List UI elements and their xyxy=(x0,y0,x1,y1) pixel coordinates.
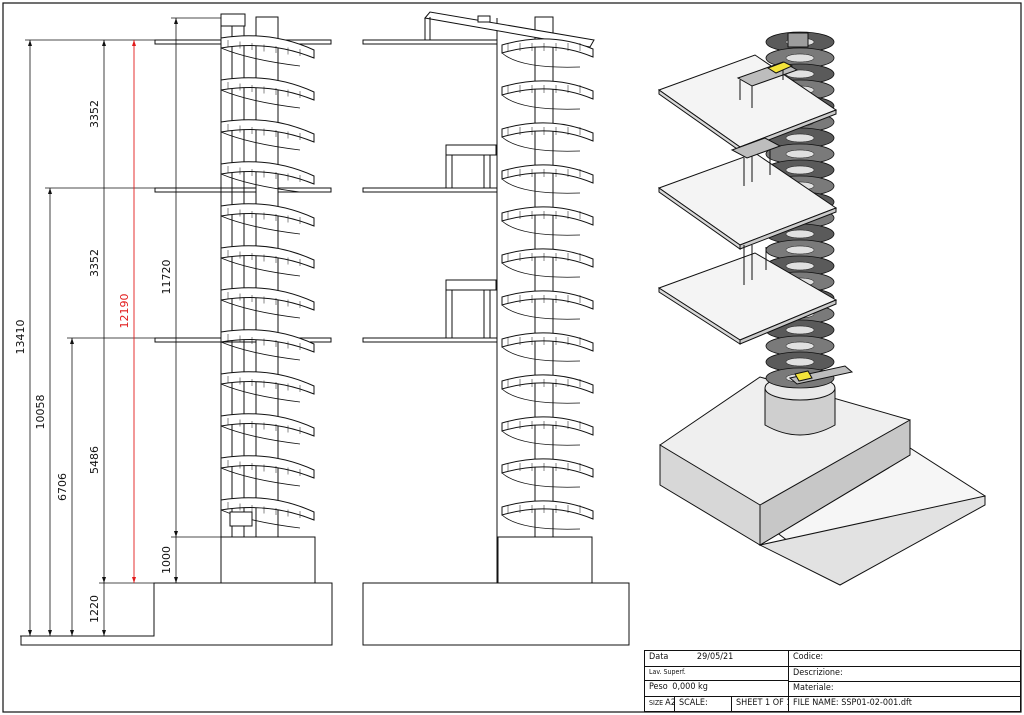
spiral-turn xyxy=(501,80,594,100)
tb-sheet-label: SHEET 1 OF 1 xyxy=(736,698,789,708)
dim-5486: 5486 xyxy=(88,446,101,474)
tb-materiale-row: Materiale: xyxy=(789,682,1020,697)
side-section-view xyxy=(362,11,630,646)
dimension-lines xyxy=(20,17,221,637)
spiral-turn xyxy=(220,497,315,521)
front-elevation-view xyxy=(20,13,333,646)
tb-size-label: SIZE xyxy=(649,699,664,707)
foundation-block xyxy=(20,582,333,646)
spiral-turn xyxy=(220,329,315,353)
tb-lav-label: Lav. Superf. xyxy=(649,668,686,676)
tb-size-cell: SIZE A2 xyxy=(645,697,675,712)
support-pedestal xyxy=(220,536,316,584)
tb-codice-label: Codice: xyxy=(793,652,824,662)
tb-descrizione-row: Descrizione: xyxy=(789,667,1020,682)
transfer-conveyor-middle xyxy=(445,144,497,188)
spiral-turn xyxy=(501,164,594,184)
spiral-turn xyxy=(501,332,594,352)
spiral-turn xyxy=(501,290,594,310)
spiral-turn xyxy=(220,455,315,479)
iso-base-front-right xyxy=(759,419,911,546)
section-floor-top xyxy=(362,39,498,45)
dim-6706: 6706 xyxy=(56,473,69,501)
section-foundation xyxy=(362,582,630,646)
spiral-turn xyxy=(220,77,315,101)
spiral-turn xyxy=(501,122,594,142)
dim-11720: 11720 xyxy=(160,260,173,295)
iso-bottom-package xyxy=(794,370,813,382)
incline-conveyor xyxy=(424,11,595,48)
spiral-conveyor-side xyxy=(501,38,594,530)
tb-materiale-label: Materiale: xyxy=(793,683,834,693)
tb-codice-row: Codice: xyxy=(789,651,1020,667)
section-floor-middle xyxy=(362,187,498,193)
section-floor-lower xyxy=(362,337,498,343)
tb-peso-row: Peso 0,000 kg xyxy=(645,681,789,697)
spiral-turn xyxy=(220,371,315,395)
spiral-turn xyxy=(220,119,315,143)
central-column xyxy=(255,16,279,538)
spiral-turn xyxy=(220,287,315,311)
tb-scale-cell: SCALE: xyxy=(675,697,732,712)
tb-data-value: 29/05/21 xyxy=(696,652,734,662)
spiral-turn xyxy=(501,458,594,478)
tb-data-row: Data 29/05/21 xyxy=(645,651,789,667)
tb-filename-row: FILE NAME: SSP01-02-001.dft xyxy=(789,697,1020,712)
dim-10058: 10058 xyxy=(34,395,47,430)
spiral-turn xyxy=(501,38,594,58)
iso-top-package xyxy=(766,61,794,74)
drive-motor xyxy=(229,511,253,527)
dimension-arrows xyxy=(28,18,178,636)
spiral-conveyor-front xyxy=(220,35,315,529)
spiral-turn xyxy=(501,206,594,226)
tb-lav-row: Lav. Superf. xyxy=(645,667,789,681)
isometric-view xyxy=(657,31,986,586)
tb-size-value: A2 xyxy=(665,698,675,708)
dim-12190: 12190 xyxy=(118,294,131,329)
spiral-turn xyxy=(220,245,315,269)
tb-filename-label: FILE NAME: SSP01-02-001.dft xyxy=(793,698,912,708)
spiral-turn xyxy=(220,203,315,227)
iso-cylinder-base xyxy=(764,387,836,436)
spiral-turn xyxy=(220,161,315,185)
iso-mid-conveyor xyxy=(730,137,782,159)
tb-peso-value: 0,000 kg xyxy=(672,682,708,692)
spiral-turn xyxy=(501,416,594,436)
floor-slab-middle xyxy=(154,187,332,193)
dim-3352-upper: 3352 xyxy=(88,100,101,128)
spiral-turn xyxy=(501,248,594,268)
transfer-conveyor-lower xyxy=(445,279,497,338)
spiral-turn xyxy=(220,413,315,437)
title-block: Data 29/05/21 Lav. Superf. Peso 0,000 kg… xyxy=(644,650,1021,712)
tb-peso-label: Peso xyxy=(649,682,668,692)
dim-1220: 1220 xyxy=(88,595,101,623)
dim-3352-middle: 3352 xyxy=(88,249,101,277)
dim-13410: 13410 xyxy=(14,320,27,355)
tb-descrizione-label: Descrizione: xyxy=(793,668,843,678)
dim-1000: 1000 xyxy=(160,546,173,574)
spiral-turn xyxy=(501,500,594,520)
spiral-turn xyxy=(501,374,594,394)
tb-sheet-cell: SHEET 1 OF 1 xyxy=(732,697,789,712)
spiral-turn xyxy=(220,35,315,59)
tb-scale-label: SCALE: xyxy=(679,698,708,708)
tb-data-label: Data xyxy=(649,652,669,662)
iso-drive-head xyxy=(787,32,809,48)
